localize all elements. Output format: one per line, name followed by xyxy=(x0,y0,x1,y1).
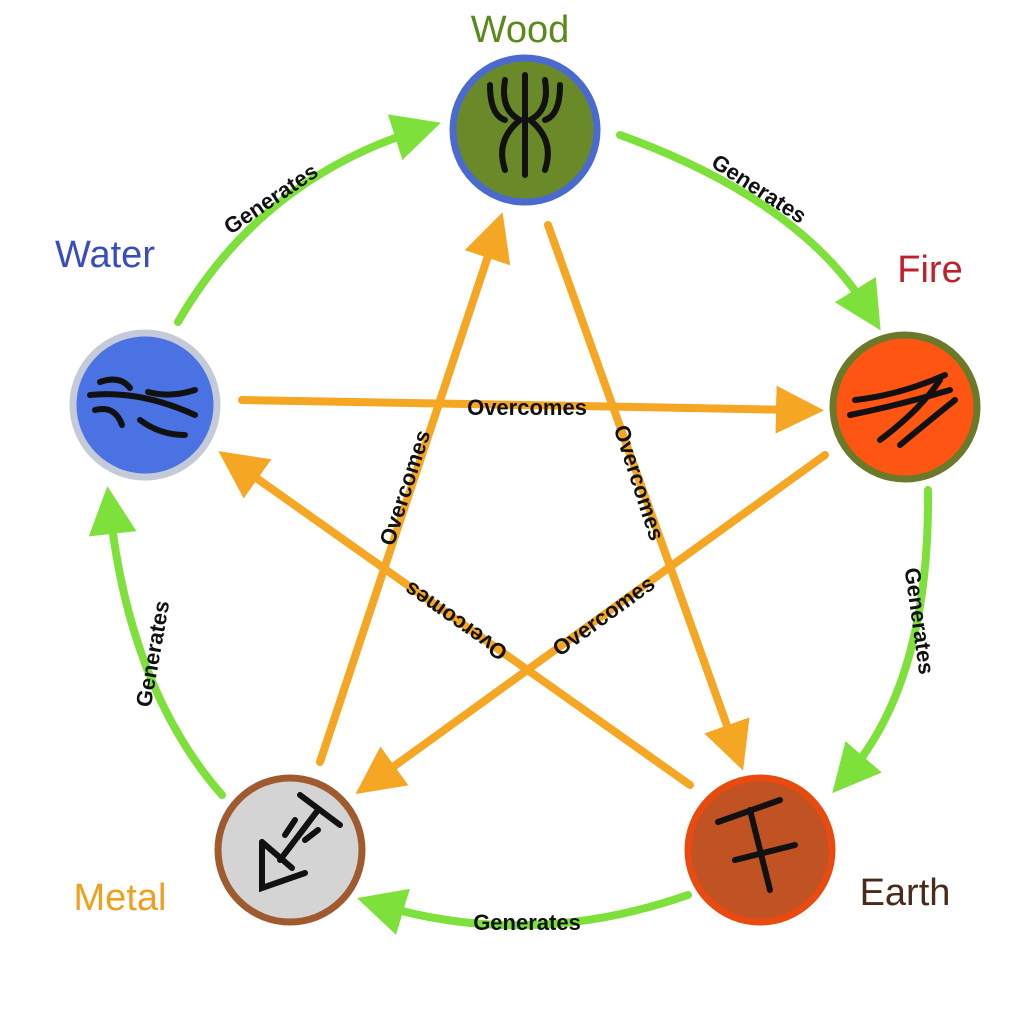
earth-node xyxy=(684,774,836,926)
overcomes-label-water-fire: Overcomes xyxy=(467,395,587,420)
generates-arrow-fire-earth xyxy=(832,486,933,794)
metal-glyph-icon xyxy=(259,792,343,893)
fire-label: Fire xyxy=(897,249,962,291)
overcomes-arrow-fire-metal xyxy=(355,451,829,795)
metal-label: Metal xyxy=(74,877,167,919)
earth-glyph-icon xyxy=(715,797,798,893)
overcomes-label-metal-wood: Overcomes xyxy=(374,427,435,549)
water-glyph-icon xyxy=(87,376,198,438)
fire-glyph-icon xyxy=(847,372,958,448)
water-label: Water xyxy=(55,234,155,276)
generates-label-wood-fire: Generates xyxy=(707,149,811,229)
earth-label: Earth xyxy=(860,872,951,914)
wood-glyph-icon xyxy=(487,72,563,178)
generates-arrow-wood-fire xyxy=(616,131,881,331)
generates-label-earth-metal: Generates xyxy=(473,910,581,935)
overcomes-label-wood-earth: Overcomes xyxy=(609,422,670,544)
overcomes-arrow-earth-water xyxy=(218,451,694,789)
generates-label-water-wood: Generates xyxy=(219,158,322,239)
overcomes-label-earth-water: Overcomes xyxy=(399,577,512,666)
water-node xyxy=(69,329,221,481)
overcomes-arrow-wood-earth xyxy=(544,221,750,771)
wood-label: Wood xyxy=(471,9,570,51)
metal-node xyxy=(214,774,366,926)
overcomes-arrow-metal-wood xyxy=(316,212,511,766)
overcomes-label-fire-metal: Overcomes xyxy=(548,571,660,662)
generates-arrow-metal-water xyxy=(88,486,226,799)
generates-arrow-water-wood xyxy=(174,114,441,326)
wood-node xyxy=(449,54,601,206)
overcomes-arrow-water-fire xyxy=(238,385,824,434)
fire-node xyxy=(829,331,981,483)
generates-arrow-earth-metal xyxy=(357,888,692,935)
